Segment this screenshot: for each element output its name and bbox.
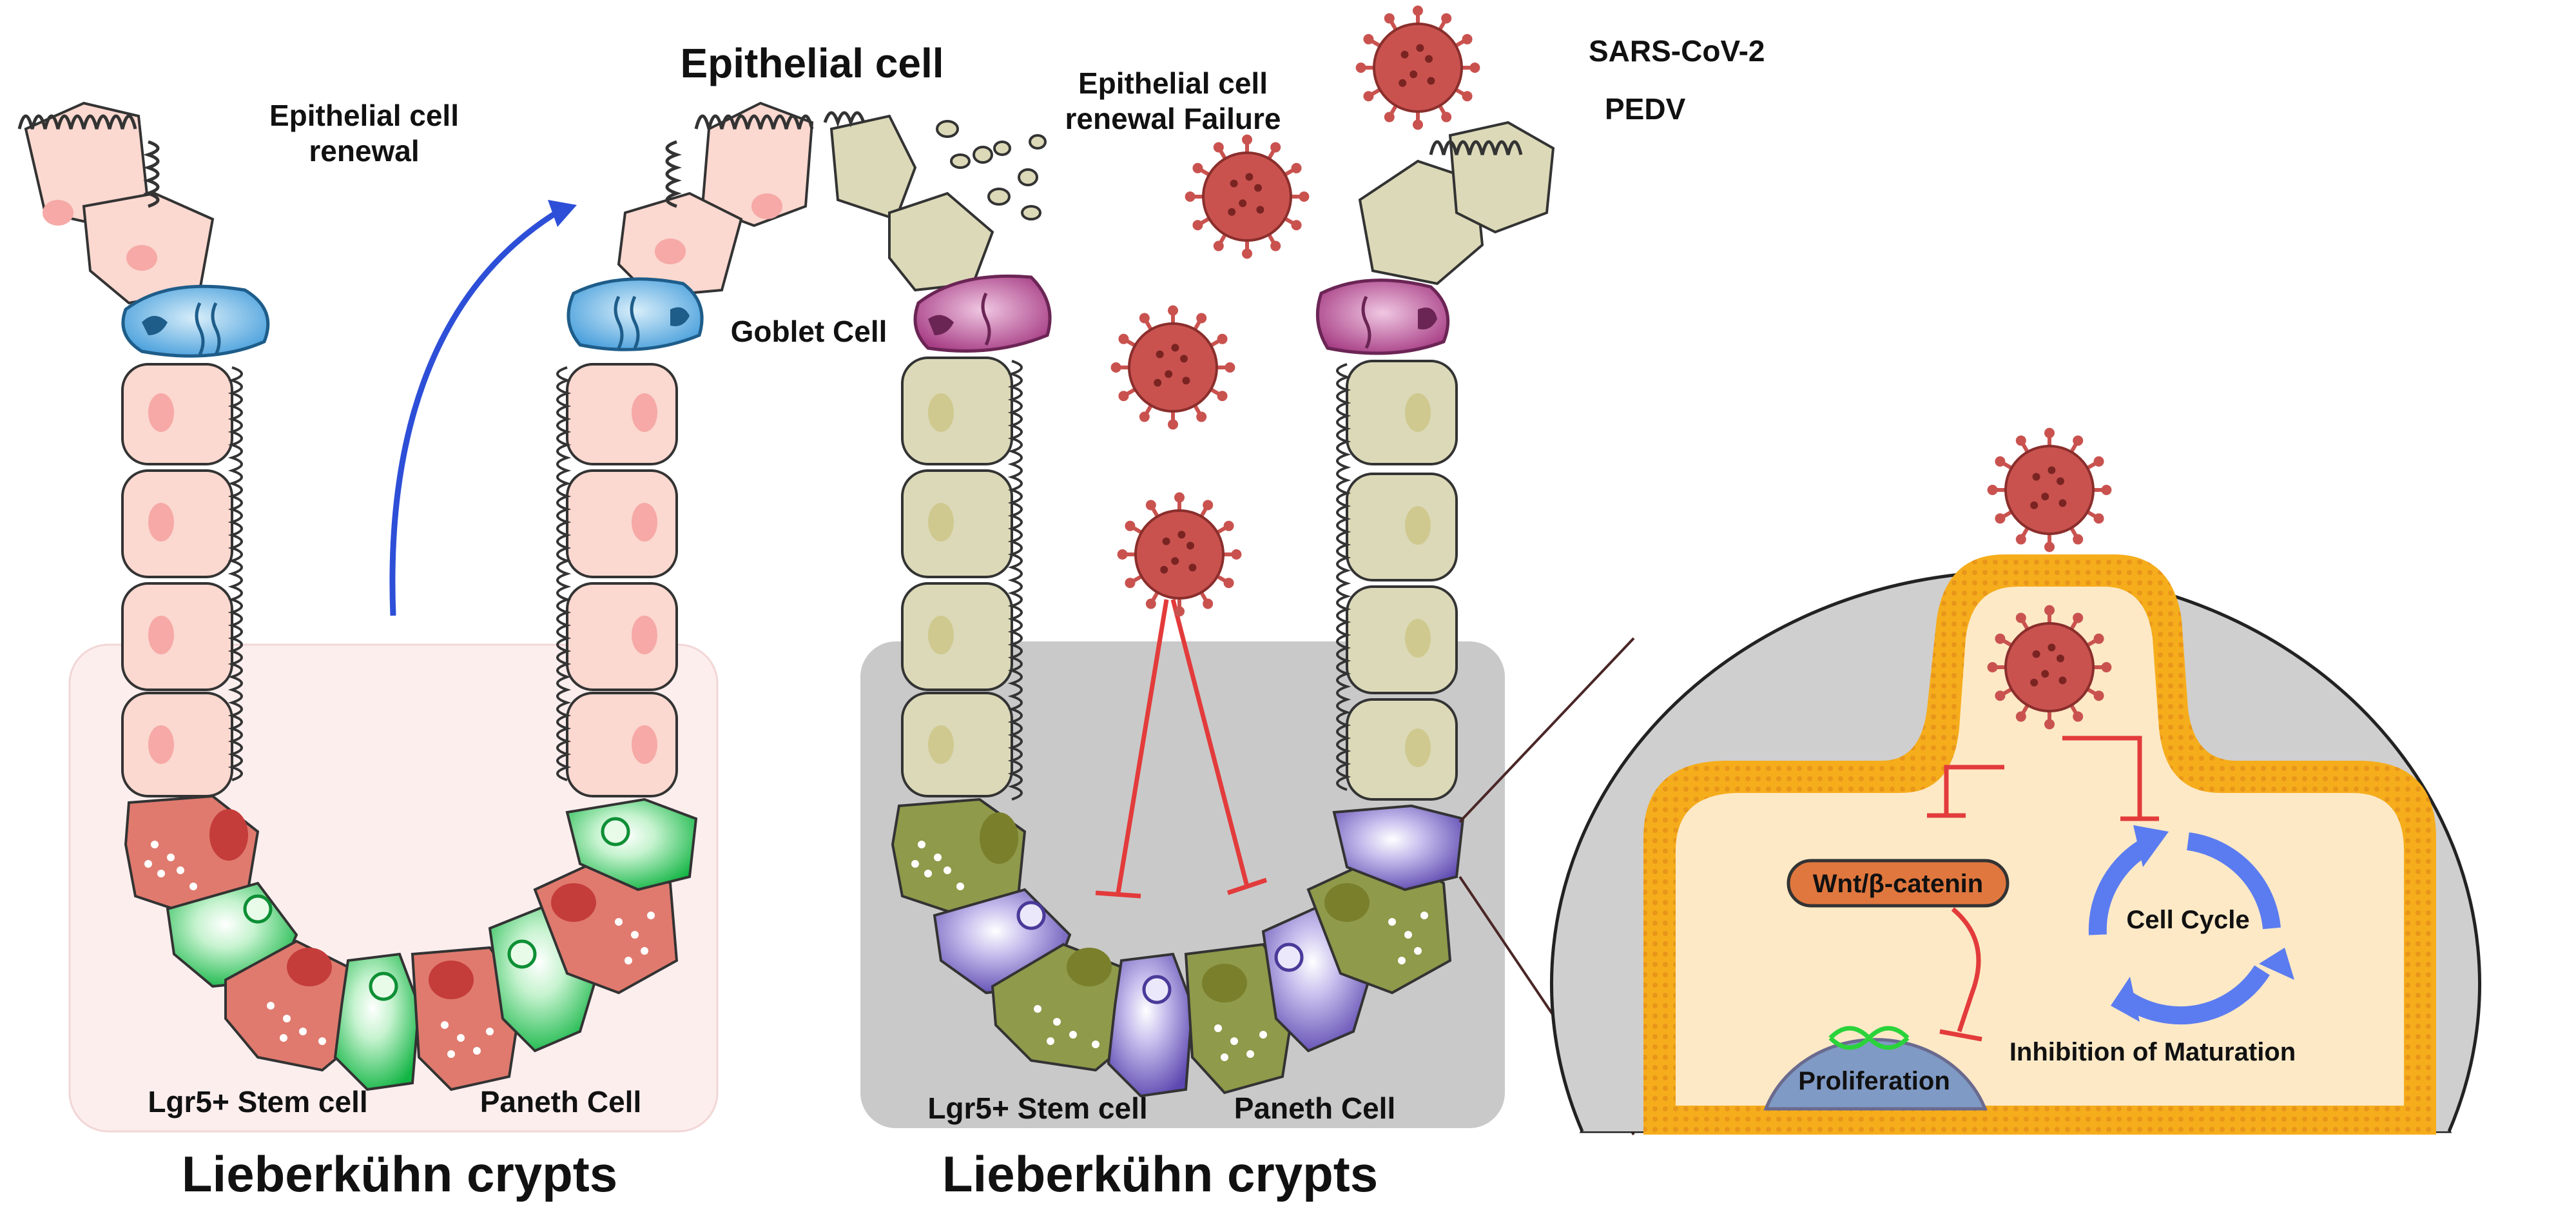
pedv-label: PEDV: [1605, 92, 1686, 126]
virus-icon: [1987, 427, 2112, 552]
virus-icon: [1117, 492, 1242, 617]
zoom-line-top: [1458, 637, 1635, 823]
middle-crypt-base: [891, 797, 1465, 1098]
inset-inhibition-lines: [1927, 736, 2159, 1042]
virus-icon: [1185, 134, 1310, 259]
middle-lumen-microvilli: [1007, 360, 1351, 801]
failure-label-line2: renewal Failure: [1065, 102, 1281, 135]
cell-cycle-arrows: [2088, 832, 2281, 1025]
middle-title: Lieberkühn crypts: [942, 1146, 1378, 1202]
left-top-nuclei: [43, 193, 782, 271]
left-top-epithelial-cells: [24, 101, 814, 305]
dna-icon: [1828, 1026, 1910, 1050]
goblet-cell-label: Goblet Cell: [731, 315, 887, 348]
left-microvilli: [17, 114, 814, 208]
middle-column-cells: [901, 357, 1458, 801]
middle-panel: Epithelial cell renewal Failure SARS-CoV…: [823, 34, 1765, 1202]
infected-goblet-cell-1: [913, 274, 1052, 353]
left-column-left-cells: [121, 363, 678, 797]
failure-label-line1: Epithelial cell: [1078, 66, 1268, 100]
virus-icon: [1987, 605, 2112, 730]
sars-cov-2-label: SARS-CoV-2: [1589, 34, 1765, 68]
virus-icon: [1110, 305, 1235, 430]
virus-icon: [1355, 5, 1480, 130]
virus-layer: [1110, 5, 2112, 730]
left-column-nuclei: [148, 393, 657, 764]
stem-cell: [565, 797, 698, 892]
left-crypt-base: [124, 794, 698, 1091]
left-goblet-cell-2: [567, 277, 704, 351]
left-title: Lieberkühn crypts: [182, 1146, 617, 1202]
left-stem-label: Lgr5+ Stem cell: [148, 1085, 367, 1118]
stem-cell: [333, 952, 421, 1091]
inhibition-maturation-label: Inhibition of Maturation: [2009, 1038, 2296, 1066]
middle-stem-label: Lgr5+ Stem cell: [927, 1091, 1147, 1125]
cell-cycle-arrowheads-icon: [2111, 825, 2294, 1022]
wnt-pathway-box: [1787, 859, 2009, 908]
left-lumen-microvilli: [228, 366, 572, 781]
wnt-pathway-label: Wnt/β-catenin: [1813, 870, 1983, 898]
stem-cell-infected: [1107, 952, 1194, 1098]
proliferation-dome: [1763, 1038, 1988, 1111]
cytoplasm: [1676, 587, 2404, 1106]
renewal-arrow: [389, 211, 556, 616]
middle-column-nuclei: [928, 393, 1431, 767]
left-paneth-label: Paneth Cell: [480, 1085, 642, 1118]
left-panel: Epithelial cell renewal Epithelial cell …: [17, 40, 944, 1202]
virus-inhibition-arrows: [1095, 599, 1268, 899]
stem-cell-infected-highlight: [1332, 804, 1465, 892]
renewal-arrowhead-icon: [548, 200, 577, 227]
left-renewal-label-line1: Epithelial cell: [269, 99, 459, 132]
left-goblet-cell-1: [121, 284, 270, 358]
epithelial-cell-label: Epithelial cell: [680, 40, 944, 86]
proliferation-label: Proliferation: [1798, 1067, 1950, 1095]
left-renewal-label-line2: renewal: [309, 134, 419, 168]
inset-panel: Wnt/β-catenin Cell Cycle Proliferation I…: [1458, 554, 2481, 1136]
damaged-epithelium: [829, 114, 1555, 292]
cell-cycle-label: Cell Cycle: [2126, 906, 2249, 934]
infected-goblet-cell-2: [1315, 278, 1450, 355]
damaged-microvilli: [823, 111, 1523, 155]
middle-paneth-label: Paneth Cell: [1234, 1091, 1396, 1125]
